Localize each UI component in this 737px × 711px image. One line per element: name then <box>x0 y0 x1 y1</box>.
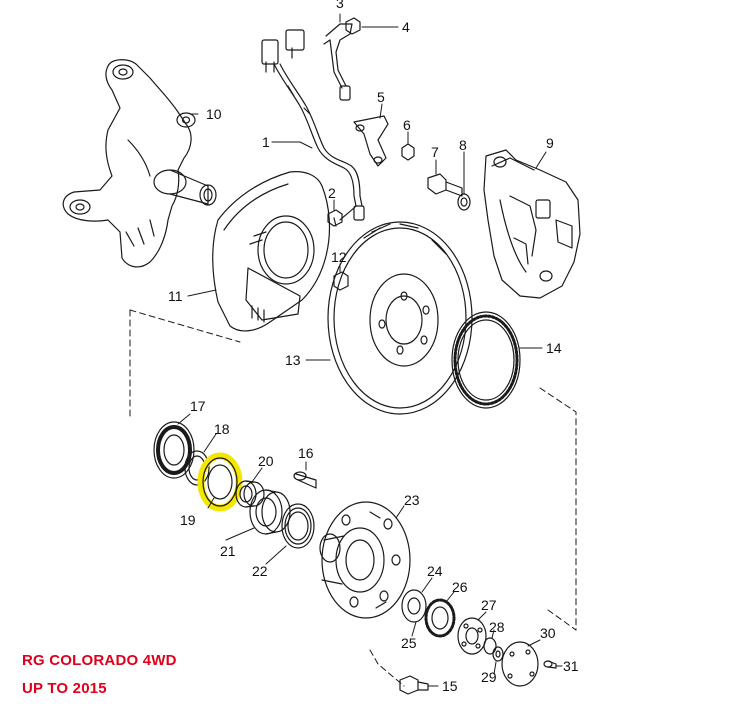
bolt-4 <box>345 17 361 35</box>
callout-28: 28 <box>489 619 505 635</box>
callout-29: 29 <box>481 669 497 685</box>
callout-20: 20 <box>258 453 274 469</box>
washer-8 <box>457 193 471 211</box>
caliper-bolt-7 <box>427 173 463 197</box>
callout-25: 25 <box>401 635 417 651</box>
callout-15: 15 <box>442 678 458 694</box>
callout-7: 7 <box>431 144 439 160</box>
bolt-2 <box>327 209 343 227</box>
callout-10: 10 <box>206 106 222 122</box>
oil-seal-17 <box>153 421 195 479</box>
locking-ring-26 <box>424 598 456 638</box>
abs-sensor-harness <box>261 29 365 221</box>
caption-model: RG COLORADO 4WD <box>22 652 177 669</box>
callout-2: 2 <box>328 185 336 201</box>
washer-29 <box>492 646 504 662</box>
seal-19-highlighted <box>197 452 243 512</box>
callout-5: 5 <box>377 89 385 105</box>
callout-19: 19 <box>180 512 196 528</box>
callout-21: 21 <box>220 543 236 559</box>
lug-nut-15 <box>399 675 429 695</box>
brake-rotor <box>327 221 473 415</box>
callout-16: 16 <box>298 445 314 461</box>
callout-4: 4 <box>402 19 410 35</box>
callout-labels: 1 2 3 4 5 6 7 8 9 10 11 12 13 14 15 16 1… <box>168 0 579 694</box>
callout-24: 24 <box>427 563 443 579</box>
hub-assembly-outline <box>129 309 577 687</box>
callout-13: 13 <box>285 352 301 368</box>
bracket-5 <box>353 115 389 167</box>
screw-31 <box>543 660 557 669</box>
callout-23: 23 <box>404 492 420 508</box>
callout-9: 9 <box>546 135 554 151</box>
wheel-stud-16 <box>293 471 317 489</box>
spacer-24 <box>401 589 427 623</box>
callout-26: 26 <box>452 579 468 595</box>
callout-3: 3 <box>336 0 344 11</box>
bolt-6 <box>401 143 415 161</box>
callout-11: 11 <box>168 288 183 304</box>
callout-27: 27 <box>481 597 497 613</box>
leader-lines <box>177 13 563 687</box>
wheel-hub-23 <box>319 501 411 619</box>
callout-8: 8 <box>459 137 467 153</box>
clip-28 <box>483 637 497 655</box>
callout-14: 14 <box>546 340 562 356</box>
callout-6: 6 <box>403 117 411 133</box>
nut-12 <box>333 271 349 291</box>
callout-1: 1 <box>262 134 270 150</box>
bearing-22 <box>281 503 315 549</box>
bracket-3 <box>323 23 353 101</box>
callout-30: 30 <box>540 625 556 641</box>
caption-years: UP TO 2015 <box>22 680 107 697</box>
brake-dust-shield <box>212 171 331 332</box>
callout-22: 22 <box>252 563 268 579</box>
brake-caliper <box>483 149 581 299</box>
locking-hub-27 <box>457 617 487 655</box>
callout-18: 18 <box>214 421 230 437</box>
steering-knuckle <box>62 59 217 268</box>
abs-tone-ring <box>451 311 521 409</box>
hub-cap-30 <box>501 641 539 687</box>
callout-31: 31 <box>563 658 579 674</box>
callout-17: 17 <box>190 398 206 414</box>
callout-12: 12 <box>331 249 347 265</box>
